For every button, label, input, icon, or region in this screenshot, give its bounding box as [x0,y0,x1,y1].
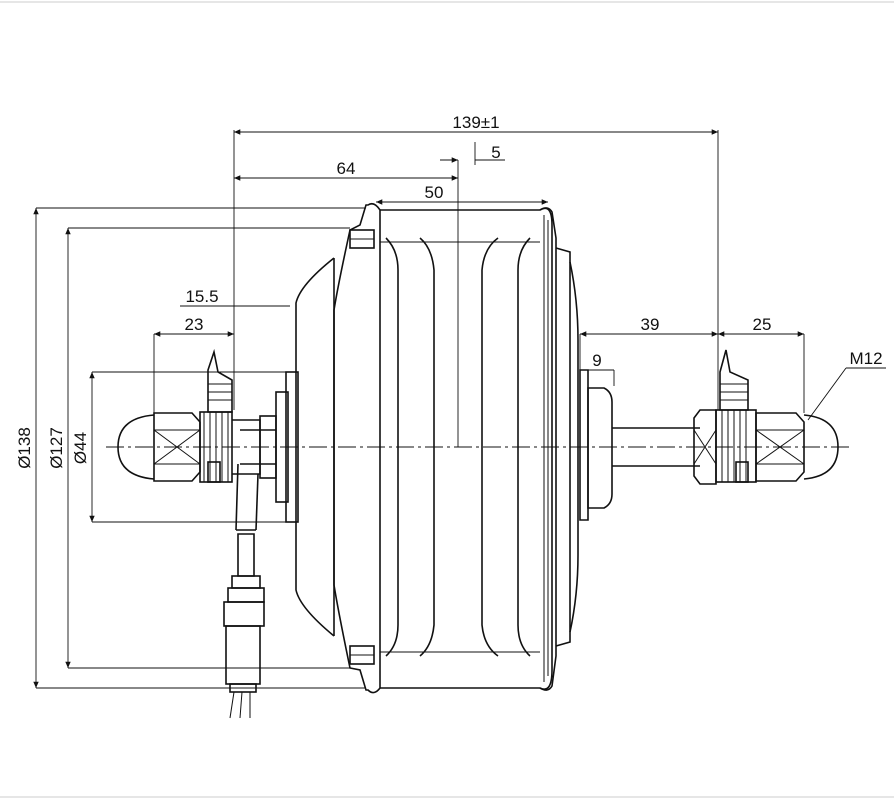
dim-thread: M12 [849,349,882,368]
dim-axle-right-end: 25 [753,315,772,334]
dim-flange-diameter: Ø127 [47,427,66,469]
dim-axle-left-inner: 15.5 [185,287,218,306]
cable-connector [223,463,265,719]
dim-bearing-diameter: Ø44 [71,432,90,464]
axle [240,427,700,467]
dim-spacer: 9 [592,351,601,370]
dim-axle-right-span: 39 [641,315,660,334]
dim-outer-diameter: Ø138 [15,427,34,469]
dimension-lines [33,129,886,689]
dim-hub-width: 50 [425,183,444,202]
dim-overall-length: 139±1 [452,113,499,132]
dim-offset-center: 64 [337,159,356,178]
dim-axle-left-length: 23 [185,315,204,334]
dim-offset-small: 5 [491,143,500,162]
right-axle-nut [693,349,839,485]
hub-shell [275,203,613,694]
left-axle-nut [117,348,277,483]
